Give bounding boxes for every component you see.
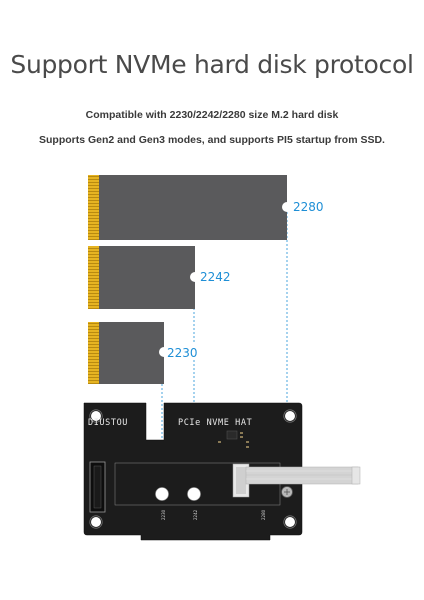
size-label-2280: 2280 — [293, 200, 324, 214]
mount-hole-top-right — [285, 411, 295, 421]
label-bg-2230 — [165, 344, 199, 360]
mount-hole-ring — [89, 409, 103, 423]
mount-label-2242: 2242 — [193, 509, 198, 520]
mount-hole-top-left — [91, 411, 101, 421]
ic-chip — [226, 430, 238, 440]
nvme-hat-board: DIUSTOU PCIe NVME HAT 2230 2242 2280 — [83, 402, 303, 541]
ribbon-cable-body — [245, 466, 359, 485]
ssd-2280-connector — [88, 175, 100, 240]
mount-label-2280: 2280 — [261, 509, 266, 520]
fpc-connector-latch — [236, 467, 246, 494]
ssd-2230 — [88, 322, 169, 384]
ssd-2280 — [88, 175, 292, 240]
mount-hole-ring — [283, 515, 297, 529]
mount-hole-ring — [89, 515, 103, 529]
ssd-2242 — [88, 246, 200, 309]
smd-component — [246, 441, 249, 443]
size-label-2242: 2242 — [200, 270, 231, 284]
product-svg: 2280 2242 2230 DIUSTOU PCIe NVME HAT — [83, 175, 361, 541]
gen-support-subtitle: Supports Gen2 and Gen3 modes, and suppor… — [39, 134, 385, 146]
standoff-2242 — [187, 487, 201, 501]
ribbon-cable — [245, 466, 361, 485]
ssd-2242-connector — [88, 246, 100, 309]
pcb-body — [83, 402, 303, 541]
ssd-2230-body — [99, 322, 164, 384]
ssd-2242-body — [99, 246, 195, 309]
ribbon-cable-end — [351, 466, 361, 485]
label-bg-2242 — [197, 268, 231, 284]
ssd-2230-connector — [88, 322, 100, 384]
product-illustration: 2280 2242 2230 DIUSTOU PCIe NVME HAT — [0, 160, 424, 600]
label-bg-2280 — [289, 198, 325, 214]
size-label-2230: 2230 — [167, 346, 198, 360]
smd-component — [218, 441, 221, 443]
smd-component — [246, 446, 249, 448]
board-name-silkscreen: PCIe NVME HAT — [178, 418, 252, 428]
page-title: Support NVMe hard disk protocol — [10, 50, 414, 79]
ssd-2280-body — [99, 175, 287, 240]
compatibility-subtitle: Compatible with 2230/2242/2280 size M.2 … — [85, 109, 339, 121]
brand-silkscreen: DIUSTOU — [88, 418, 128, 428]
mount-label-2230: 2230 — [161, 509, 166, 520]
mount-hole-bottom-right — [285, 517, 295, 527]
smd-component — [240, 436, 243, 438]
smd-component — [240, 432, 243, 434]
mount-hole-bottom-left — [91, 517, 101, 527]
mount-hole-ring — [283, 409, 297, 423]
standoff-2230 — [155, 487, 169, 501]
m2-connector-slot — [93, 465, 102, 509]
